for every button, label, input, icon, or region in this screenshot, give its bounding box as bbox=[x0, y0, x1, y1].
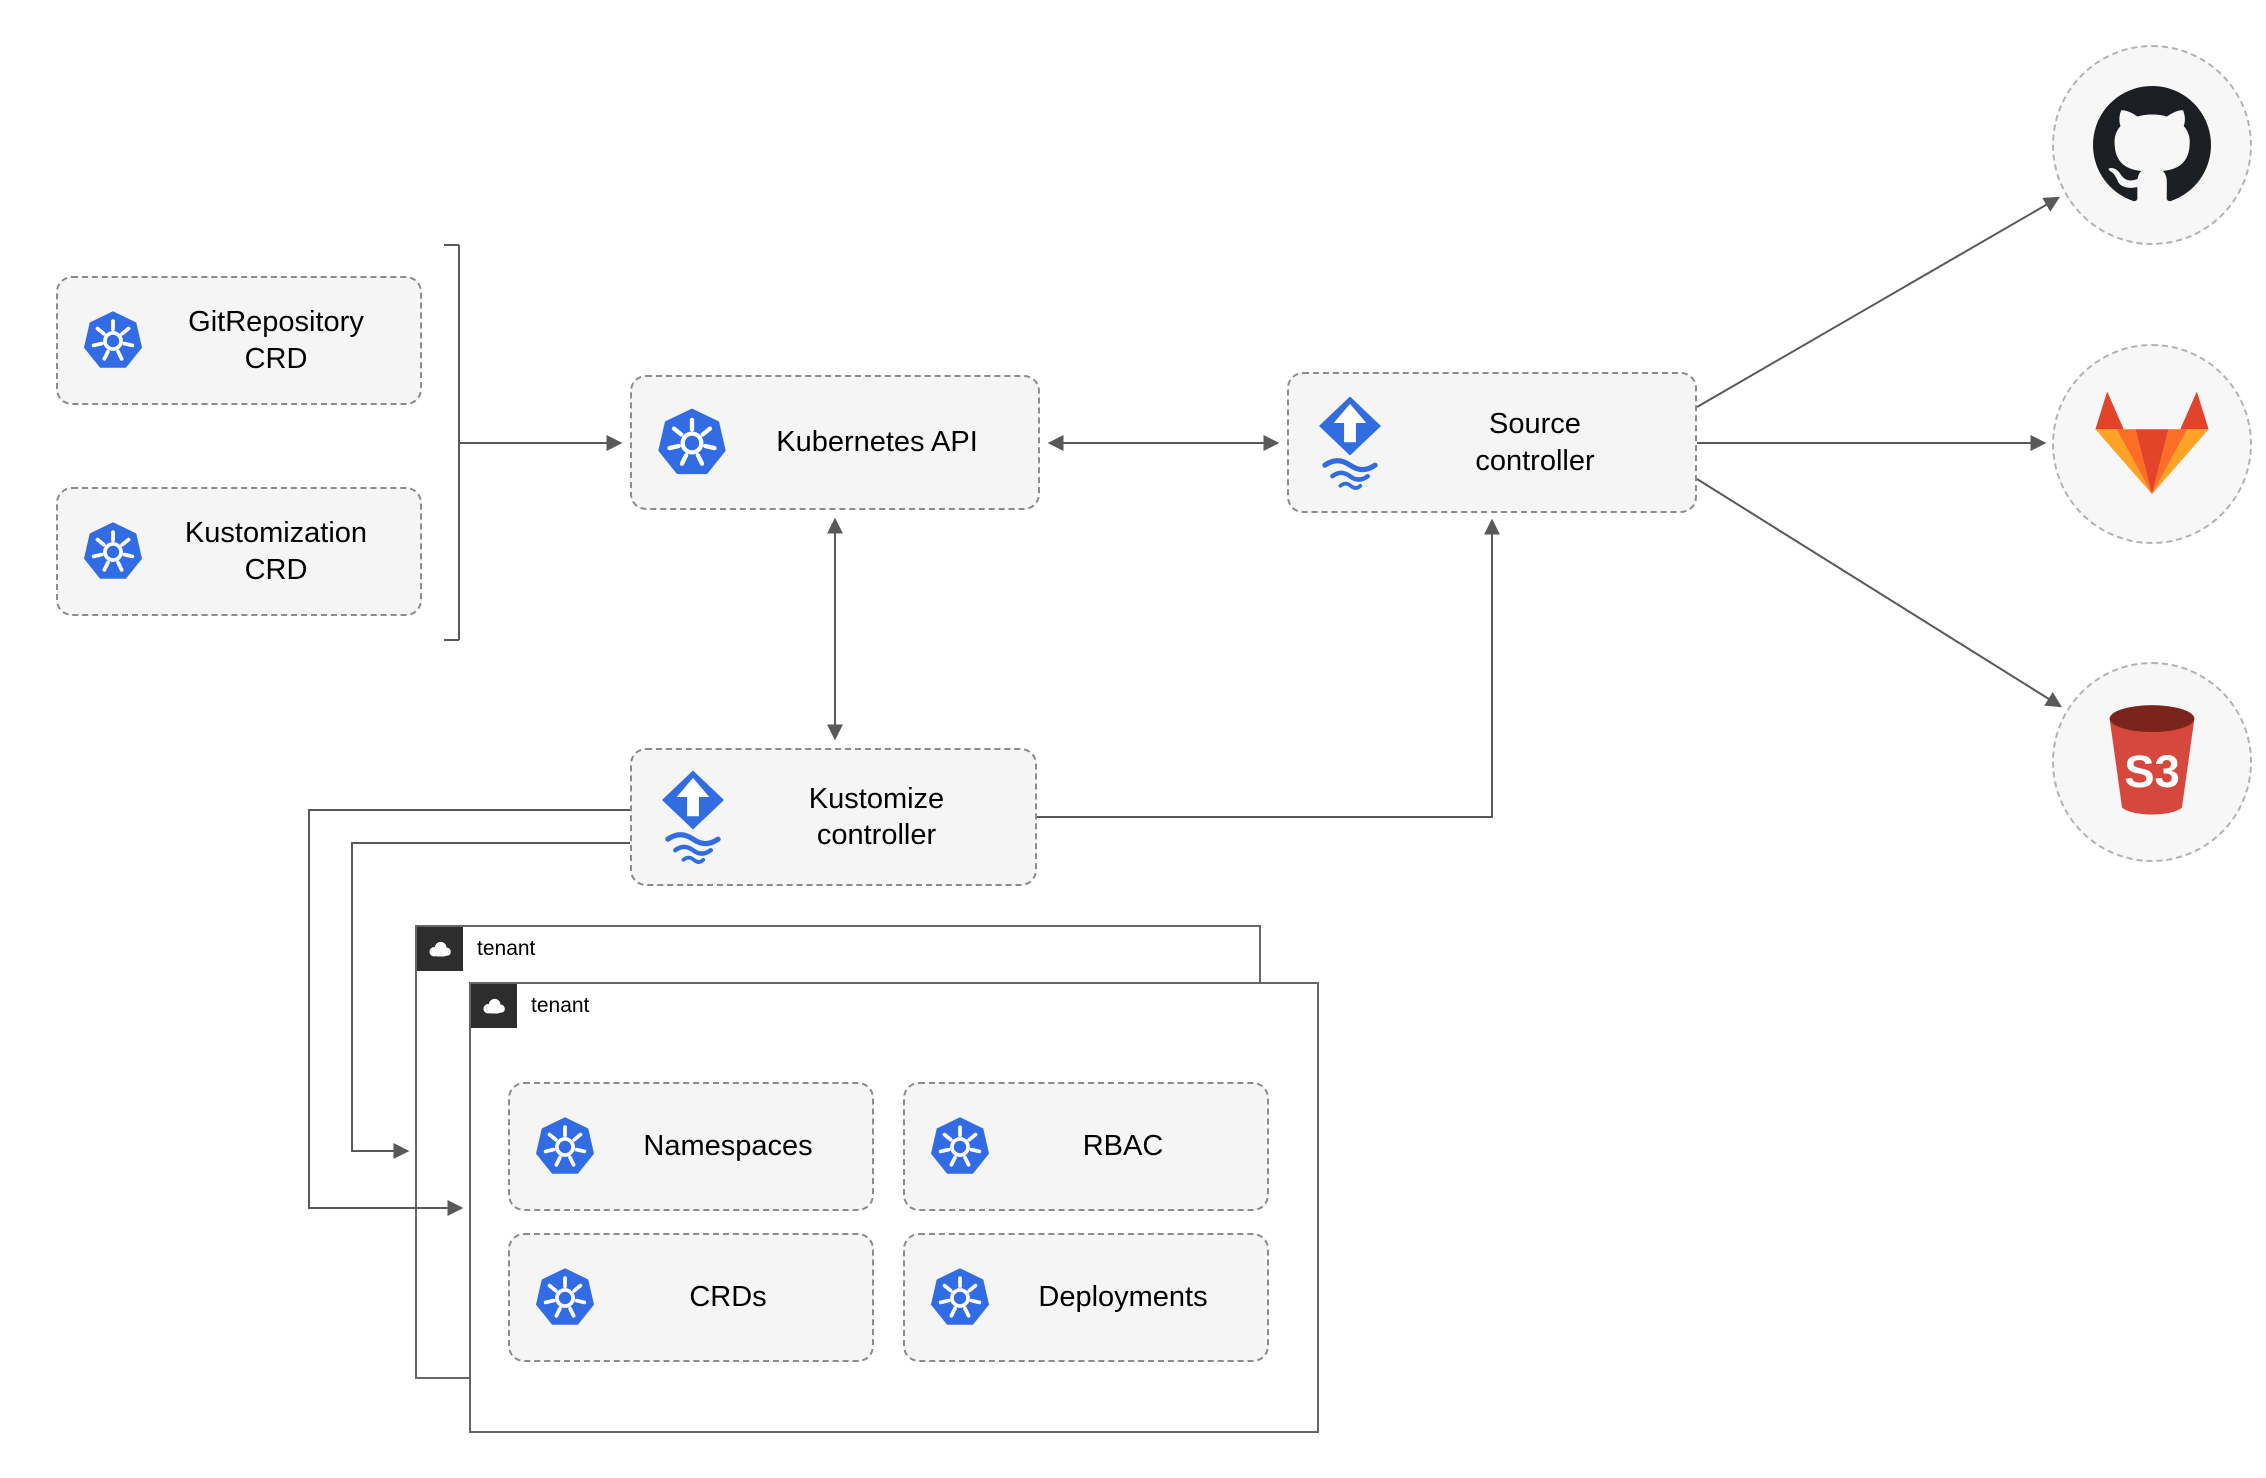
s3-bucket-icon: S3 bbox=[2100, 700, 2204, 824]
node-kustomize-controller: Kustomize controller bbox=[630, 748, 1037, 886]
kubernetes-icon bbox=[929, 1116, 991, 1178]
tenant-label: tenant bbox=[477, 937, 536, 960]
node-kustomization-crd: Kustomization CRD bbox=[56, 487, 422, 616]
external-s3: S3 bbox=[2052, 662, 2252, 862]
node-rbac: RBAC bbox=[903, 1082, 1269, 1211]
github-icon bbox=[2093, 86, 2211, 204]
node-label: CRDs bbox=[689, 1281, 767, 1314]
tenant-box-front: tenant Namespaces RBAC CRDs Deployments bbox=[469, 982, 1319, 1433]
gitlab-icon bbox=[2093, 388, 2211, 500]
kubernetes-icon bbox=[929, 1267, 991, 1329]
node-label: GitRepository CRD bbox=[188, 306, 364, 375]
node-deployments: Deployments bbox=[903, 1233, 1269, 1362]
kubernetes-icon bbox=[82, 521, 144, 583]
external-gitlab bbox=[2052, 344, 2252, 544]
edge-kustomize-to-source bbox=[1037, 518, 1500, 818]
node-label: Source controller bbox=[1475, 408, 1595, 477]
kubernetes-icon bbox=[534, 1267, 596, 1329]
edge-source-to-github bbox=[1696, 196, 2061, 408]
node-label: Deployments bbox=[1038, 1281, 1208, 1314]
node-label: Kubernetes API bbox=[776, 426, 978, 459]
node-kubernetes-api: Kubernetes API bbox=[630, 375, 1040, 510]
node-label: RBAC bbox=[1082, 1130, 1164, 1163]
node-source-controller: Source controller bbox=[1287, 372, 1697, 513]
kubernetes-icon bbox=[656, 407, 728, 479]
kubernetes-icon bbox=[534, 1116, 596, 1178]
node-crds: CRDs bbox=[508, 1233, 874, 1362]
external-github bbox=[2052, 45, 2252, 245]
node-gitrepository-crd: GitRepository CRD bbox=[56, 276, 422, 405]
node-label: Namespaces bbox=[643, 1130, 813, 1163]
cloud-icon bbox=[417, 927, 463, 971]
kubernetes-icon bbox=[82, 310, 144, 372]
edge-crd-bracket bbox=[444, 244, 460, 641]
flux-icon bbox=[656, 769, 730, 865]
tenant-label: tenant bbox=[531, 994, 590, 1017]
node-label: Kustomize controller bbox=[808, 782, 945, 851]
edge-source-to-s3 bbox=[1696, 478, 2063, 708]
s3-label: S3 bbox=[2124, 746, 2180, 797]
node-label: Kustomization CRD bbox=[184, 517, 368, 586]
flux-icon bbox=[1313, 395, 1387, 491]
cloud-icon bbox=[471, 984, 517, 1028]
node-namespaces: Namespaces bbox=[508, 1082, 874, 1211]
